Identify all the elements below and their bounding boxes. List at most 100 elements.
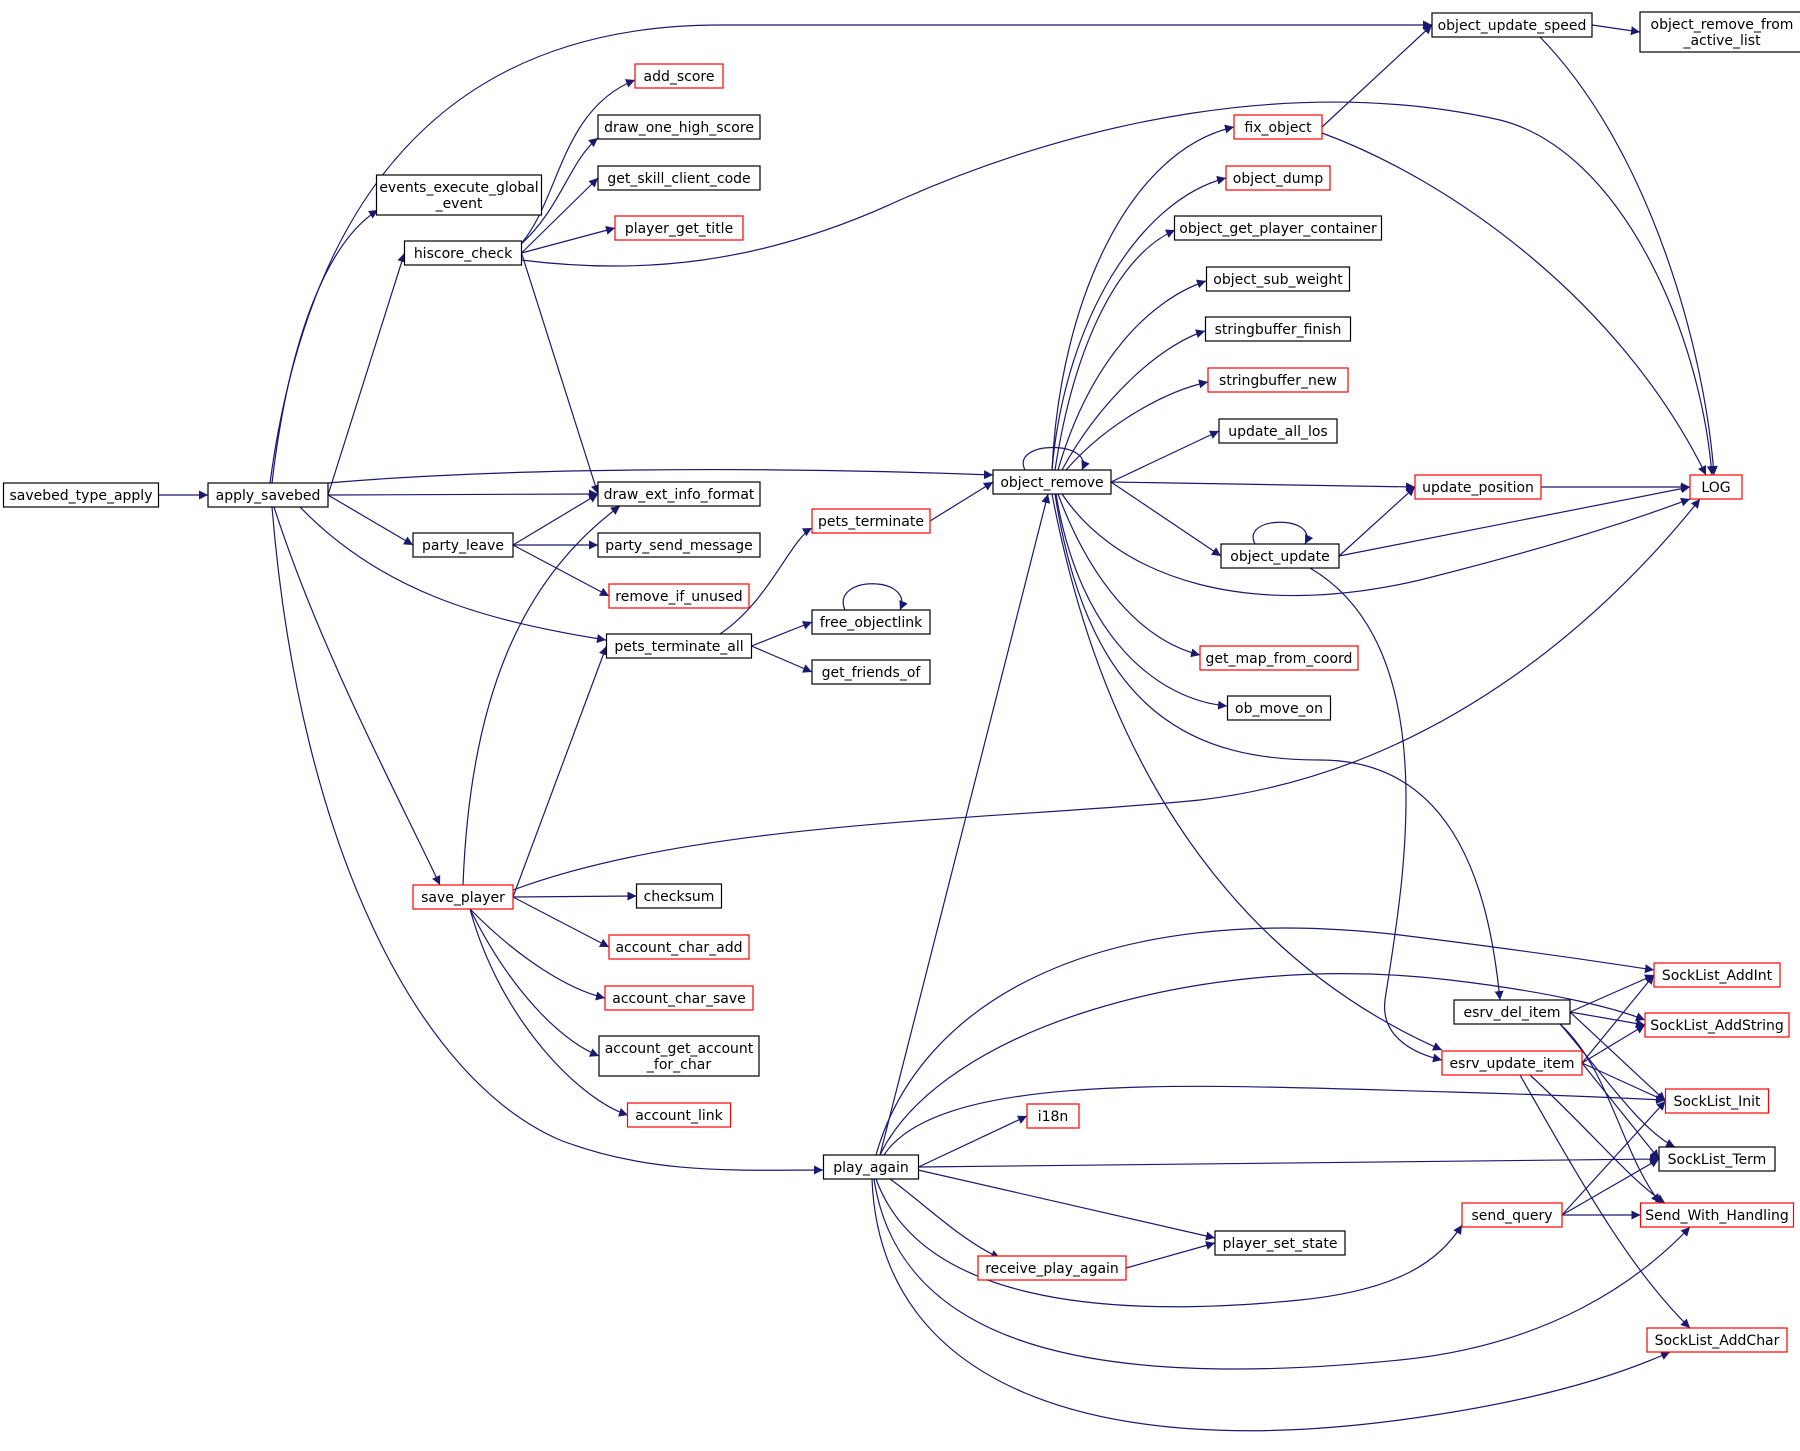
node-apply_savebed[interactable]: apply_savebed [207,482,329,508]
edge-object_remove-to-update_position [1110,481,1416,492]
node-label: object_remove_from [1651,17,1794,33]
node-free_objectlink[interactable]: free_objectlink [811,609,931,635]
node-play_again[interactable]: play_again [822,1154,920,1180]
edge-object_remove-to-esrv_del_item [1054,493,1504,1001]
node-object_dump[interactable]: object_dump [1225,165,1331,191]
node-SockList_AddInt[interactable]: SockList_AddInt [1653,962,1781,988]
node-ob_move_on[interactable]: ob_move_on [1226,695,1332,721]
node-save_player[interactable]: save_player [412,884,514,910]
node-label: player_get_title [625,221,733,237]
node-label: stringbuffer_new [1219,373,1337,389]
node-box [1441,1050,1583,1076]
edge-save_player-to-account_char_save [469,908,606,1001]
node-hiscore_check[interactable]: hiscore_check [403,240,523,266]
node-account_char_add[interactable]: account_char_add [608,934,750,960]
edge-play_again-to-receive_play_again [889,1178,1001,1259]
node-SockList_AddString[interactable]: SockList_AddString [1644,1012,1790,1038]
node-box [207,482,329,508]
node-box [1233,114,1323,140]
node-SockList_Term[interactable]: SockList_Term [1658,1146,1776,1172]
edge-esrv_update_item-to-Send_With_Handling [1529,1074,1666,1204]
node-update_all_los[interactable]: update_all_los [1218,418,1338,444]
node-SockList_AddChar[interactable]: SockList_AddChar [1646,1327,1788,1353]
node-box [1658,1146,1776,1172]
node-box [614,215,744,241]
node-box [992,469,1112,495]
node-object_remove[interactable]: object_remove [992,469,1112,495]
node-add_score[interactable]: add_score [634,63,724,89]
node-label: i18n [1038,1109,1069,1125]
edge-pets_terminate-to-object_remove [929,481,994,522]
edge-apply_savebed-to-play_again [271,506,824,1175]
node-party_send_message[interactable]: party_send_message [597,532,761,558]
edge-play_again-to-SockList_AddString [879,973,1646,1156]
node-box [1173,215,1383,241]
node-fix_object[interactable]: fix_object [1233,114,1323,140]
node-receive_play_again[interactable]: receive_play_again [977,1255,1127,1281]
node-stringbuffer_new[interactable]: stringbuffer_new [1207,367,1349,393]
node-draw_one_high_score[interactable]: draw_one_high_score [597,114,761,140]
node-pets_terminate[interactable]: pets_terminate [811,508,931,534]
edge-send_query-to-SockList_Init [1561,1100,1666,1216]
node-label: SockList_AddInt [1662,968,1773,984]
edge-object_remove-to-object_remove [1022,447,1090,471]
edge-esrv_del_item-to-SockList_AddInt [1569,974,1655,1013]
node-Send_With_Handling[interactable]: Send_With_Handling [1639,1202,1795,1228]
node-savebed_type_apply[interactable]: savebed_type_apply [2,482,160,508]
node-object_remove_from_active_list[interactable]: object_remove_from_active_list [1639,11,1800,53]
node-box [1026,1103,1080,1129]
node-esrv_update_item[interactable]: esrv_update_item [1441,1050,1583,1076]
node-label: SockList_Init [1673,1094,1761,1110]
node-player_get_title[interactable]: player_get_title [614,215,744,241]
node-remove_if_unused[interactable]: remove_if_unused [608,583,750,609]
edge-apply_savebed-to-pets_terminate_all [299,506,607,644]
node-account_link[interactable]: account_link [626,1102,732,1128]
node-SockList_Init[interactable]: SockList_Init [1664,1088,1770,1114]
node-label: hiscore_check [414,246,513,262]
node-party_leave[interactable]: party_leave [412,532,514,558]
edge-fix_object-to-object_update_speed [1321,24,1433,128]
node-stringbuffer_finish[interactable]: stringbuffer_finish [1204,316,1352,342]
node-label: account_link [635,1108,723,1124]
node-send_query[interactable]: send_query [1461,1202,1563,1228]
node-label: draw_one_high_score [604,120,754,136]
node-pets_terminate_all[interactable]: pets_terminate_all [605,633,753,659]
node-get_friends_of[interactable]: get_friends_of [811,659,931,685]
edge-object_remove-to-LOG [1061,493,1691,597]
node-object_get_player_container[interactable]: object_get_player_container [1173,215,1383,241]
edge-apply_savebed-to-party_leave [327,494,414,546]
node-update_position[interactable]: update_position [1414,474,1542,500]
node-box [2,482,160,508]
node-get_map_from_coord[interactable]: get_map_from_coord [1199,645,1359,671]
node-label: stringbuffer_finish [1215,322,1342,338]
node-box [1214,1230,1346,1256]
node-account_get_account_for_char[interactable]: account_get_account_for_char [598,1035,760,1077]
node-object_update[interactable]: object_update [1220,543,1340,569]
edge-play_again-to-send_query [875,1178,1463,1308]
node-label: draw_ext_info_format [604,487,755,503]
edge-play_again-to-SockList_Init [883,1085,1666,1156]
node-draw_ext_info_format[interactable]: draw_ext_info_format [597,481,761,507]
node-account_char_save[interactable]: account_char_save [604,985,754,1011]
node-LOG[interactable]: LOG [1689,474,1743,500]
node-i18n[interactable]: i18n [1026,1103,1080,1129]
node-object_update_speed[interactable]: object_update_speed [1431,12,1593,38]
node-label: Send_With_Handling [1645,1208,1788,1224]
edge-object_remove-to-object_dump [1051,175,1227,471]
node-box [977,1255,1127,1281]
edge-esrv_del_item-to-Send_With_Handling [1559,1023,1661,1204]
node-player_set_state[interactable]: player_set_state [1214,1230,1346,1256]
node-box [1689,474,1743,500]
edge-esrv_update_item-to-SockList_AddString [1581,1024,1646,1064]
node-checksum[interactable]: checksum [635,883,723,909]
node-object_sub_weight[interactable]: object_sub_weight [1205,266,1351,292]
node-box [1207,367,1349,393]
node-label: get_map_from_coord [1206,651,1353,667]
edge-hiscore_check-to-player_get_title [521,225,616,254]
node-esrv_del_item[interactable]: esrv_del_item [1453,999,1571,1025]
node-box [412,532,514,558]
node-events_execute_global_event[interactable]: events_execute_global_event [375,174,543,216]
edge-object_remove-to-esrv_update_item [1051,493,1443,1051]
node-get_skill_client_code[interactable]: get_skill_client_code [597,165,761,191]
node-label: get_skill_client_code [607,171,750,187]
